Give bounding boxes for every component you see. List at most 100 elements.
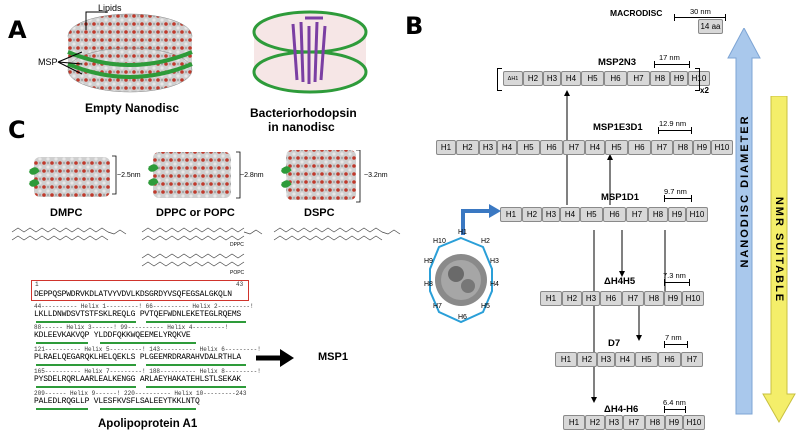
panel-b-letter: B — [405, 12, 424, 40]
helix-segment: H10 — [686, 207, 708, 222]
scale-label: 9.7 nm — [664, 187, 687, 196]
sequence-row-3: PLRAELQEGARQKLHELQEKLS PLGEEMRDRARAHVDAL… — [34, 353, 242, 362]
helix-segment: H5 — [605, 140, 628, 155]
helix-segment: H2 — [562, 291, 582, 306]
dspc-structure — [273, 227, 401, 241]
ring-helix-label: H4 — [490, 281, 499, 288]
helix-row-msp1d1: H1 H2 H3 H4 H5 H6 H7 H8 H9 H10 — [500, 207, 708, 222]
helix-underline — [36, 386, 136, 388]
construct-name-dh4-h6: ΔH4-H6 — [604, 404, 639, 415]
scale-bar-msp2n3: 17 nm — [650, 53, 700, 68]
ring-helix-label: H9 — [424, 258, 433, 265]
dppc-popc-label: DPPC or POPC — [156, 207, 235, 219]
ring-helix-label: H2 — [481, 238, 490, 245]
helix-segment: H2 — [456, 140, 479, 155]
scale-label: 30 nm — [690, 7, 711, 16]
helix-segment: H9 — [668, 207, 686, 222]
helix-label-row-5: 209------ Helix 9------! 220---------- H… — [34, 390, 247, 397]
dmpc-label: DMPC — [50, 207, 83, 219]
helix-segment: H4 — [497, 140, 517, 155]
ring-helix-label: H8 — [424, 281, 433, 288]
helix-segment: H1 — [436, 140, 456, 155]
ring-helix-label: H6 — [458, 314, 467, 321]
helix-segment: H3 — [542, 207, 560, 222]
construct-name-msp1d1: MSP1D1 — [601, 192, 640, 203]
helix-segment: H10 — [711, 140, 733, 155]
msp-pointer — [57, 51, 83, 75]
helix-segment: H6 — [600, 291, 622, 306]
helix-segment: H7 — [623, 415, 645, 430]
scale-bar-dh4h5: 7.3 nm — [660, 271, 700, 286]
helix-segment: H2 — [523, 71, 543, 86]
sequence-row-4: PYSDELRQRLAARLEALKENGG ARLAEYHAKATEHLSTL… — [34, 375, 242, 384]
bacteriorhodopsin-nanodisc-illustration — [252, 10, 368, 94]
dmpc-structure — [11, 227, 127, 241]
ring-helix-label: H1 — [458, 229, 467, 236]
helix-segment: H4 — [585, 140, 605, 155]
seq-box-start: 1 — [35, 281, 39, 288]
helix-label-row-3: 121---------- Helix 5---------! 143-----… — [34, 346, 261, 353]
msp2n3-bracket-left — [497, 68, 502, 91]
helix-underline — [36, 364, 136, 366]
scale-bar-msp1d1: 9.7 nm — [660, 187, 700, 202]
helix-segment: H7 — [627, 71, 650, 86]
dppc-thickness: ~2.8nm — [240, 172, 264, 179]
helix-underline — [36, 321, 136, 323]
helix-segment: H6 — [540, 140, 563, 155]
scale-label: 12.9 nm — [659, 119, 687, 128]
sequence-row-5: PALEDLRQGLLP VLESFKVSFLSALEEYTKKLNTQ — [34, 397, 200, 406]
ring-helix-label: H7 — [433, 303, 442, 310]
helix-segment: H1 — [500, 207, 522, 222]
helix-row-dh4h5: H1 H2 H3 H6 H7 H8 H9 H10 — [540, 291, 704, 306]
scale-bar-msp1e3d1: 12.9 nm — [654, 119, 699, 134]
ring-helix-label: H10 — [433, 238, 446, 245]
helix-segment: H1 — [540, 291, 562, 306]
helix-segment: ΔH1 — [503, 71, 523, 86]
dspc-label: DSPC — [304, 207, 335, 219]
msp1-arrow — [256, 349, 294, 367]
msp-label: MSP — [38, 57, 58, 67]
scale-bar-dh4-h6: 6.4 nm — [660, 398, 696, 413]
helix-row-msp1e3d1: H1 H2 H3 H4 H5 H6 H7 H4 H5 H6 H7 H8 H9 H… — [436, 140, 733, 155]
apolipoprotein-caption: Apolipoprotein A1 — [98, 418, 198, 430]
construct-name-macrodisc: MACRODISC — [610, 8, 663, 18]
helix-segment: H6 — [658, 352, 681, 367]
helix-row-msp2n3: ΔH1 H2 H3 H4 H5 H6 H7 H8 H9 H10 — [503, 71, 710, 86]
helix-segment: H7 — [651, 140, 673, 155]
popc-structure-label: POPC — [230, 270, 245, 276]
helix-segment: H2 — [577, 352, 597, 367]
helix-segment: H7 — [681, 352, 703, 367]
scale-label: 7.3 nm — [663, 271, 686, 280]
construct-name-d7: D7 — [608, 338, 621, 349]
helix-row-macrodisc: 14 aa — [698, 19, 723, 34]
ring-to-msp1d1-arrow — [461, 204, 501, 235]
helix-segment: H9 — [670, 71, 688, 86]
helix-segment: H3 — [479, 140, 497, 155]
helix-row-dh4-h6: H1 H2 H3 H7 H8 H9 H10 — [563, 415, 705, 430]
thickness-brackets — [112, 150, 361, 203]
seq-box-end: 43 — [236, 281, 244, 288]
nmr-suitable-arrow — [762, 96, 796, 424]
scale-label: 17 nm — [659, 53, 680, 62]
helix-segment: H2 — [585, 415, 605, 430]
lipids-pointer — [85, 11, 108, 30]
helix-segment: H5 — [635, 352, 658, 367]
helix-segment: H4 — [560, 207, 580, 222]
br-caption-line1: Bacteriorhodopsin — [250, 106, 357, 120]
scale-bar-d7: 7 nm — [660, 333, 696, 348]
helix-row-d7: H1 H2 H3 H4 H5 H6 H7 — [555, 352, 703, 367]
helix-segment: H1 — [563, 415, 585, 430]
msp1-label: MSP1 — [318, 351, 348, 363]
construct-name-dh4h5: ΔH4H5 — [604, 276, 636, 287]
helix-label-row-2: 88------ Helix 3------! 99---------- Hel… — [34, 324, 229, 331]
scale-label: 6.4 nm — [663, 398, 686, 407]
helix-segment: H8 — [673, 140, 693, 155]
helix-segment: H6 — [604, 71, 627, 86]
panel-c-letter: C — [8, 116, 26, 144]
helix-segment: H5 — [517, 140, 540, 155]
br-caption-line2: in nanodisc — [268, 120, 335, 134]
helix-segment: H9 — [665, 415, 683, 430]
helix-segment: H9 — [693, 140, 711, 155]
helix-segment: H7 — [563, 140, 585, 155]
nanodisc-diameter-label: NANODISC DIAMETER — [739, 114, 751, 268]
